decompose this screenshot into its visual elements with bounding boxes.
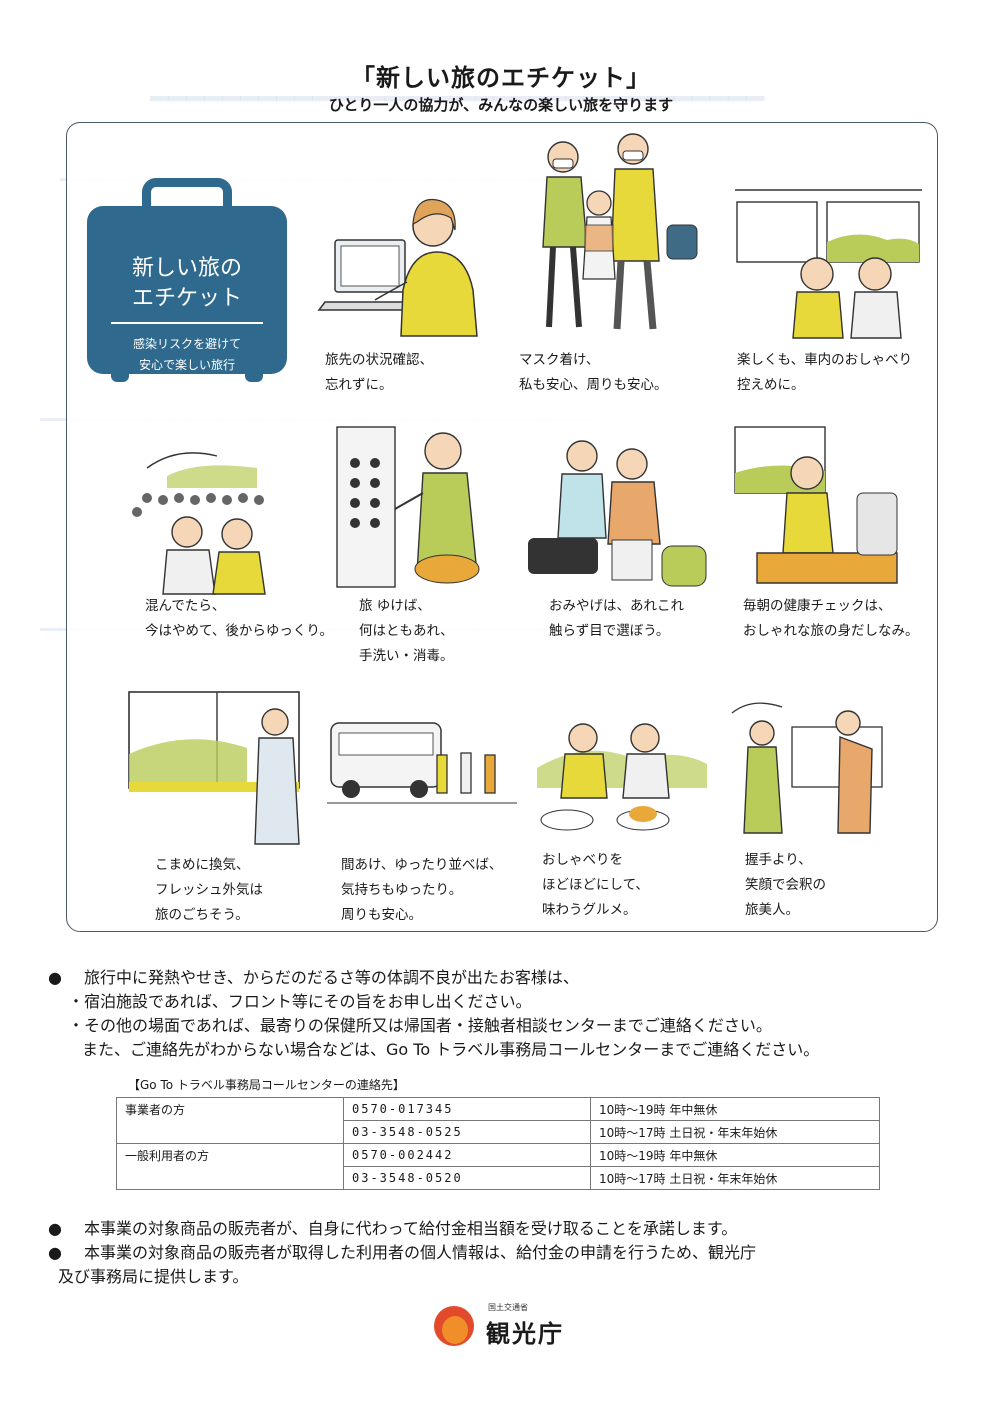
contact-table-caption: 【Go To トラベル事務局コールセンターの連絡先】 — [128, 1078, 405, 1092]
caption-quiet-train: 楽しくも、車内のおしゃべり控えめに。 — [737, 352, 913, 393]
notice-line: 旅行中に発熱やせき、からだのだるさ等の体調不良が出たお客様は、 — [84, 968, 579, 987]
bullet-icon: ● — [48, 1243, 62, 1262]
illustration-souvenir-shopping — [522, 428, 722, 598]
table-row: 一般利用者の方 0570-002442 10時～19時 年中無休 — [116, 1143, 880, 1167]
notice-line: ・その他の場面であれば、最寄りの保健所又は帰国者・接触者相談センターまでご連絡く… — [68, 1016, 772, 1035]
caption-hand-washing: 旅 ゆけば、何はともあれ、手洗い・消毒。 — [359, 598, 454, 664]
suitcase-handle-icon — [142, 178, 232, 212]
consent-line: 本事業の対象商品の販売者が、自身に代わって給付金相当額を受け取ることを承諾します… — [84, 1219, 738, 1238]
contact-table: 事業者の方 0570-017345 10時～19時 年中無休 03-3548-0… — [116, 1097, 880, 1190]
logo-ministry: 国土交通省 — [488, 1303, 528, 1312]
contact-tel: 0570-017345 — [343, 1097, 591, 1121]
contact-who: 一般利用者の方 — [116, 1143, 344, 1167]
contact-hours: 10時～17時 土日祝・年末年始休 — [590, 1120, 880, 1144]
badge-title: 新しい旅の エチケット — [131, 256, 242, 311]
caption-avoid-crowds: 混んでたら、今はやめて、後からゆっくり。 — [145, 598, 334, 639]
illustration-bow-greeting — [722, 693, 922, 843]
contact-who — [116, 1166, 344, 1190]
suitcase-wheel-icon — [245, 370, 263, 382]
contact-hours: 10時～19時 年中無休 — [590, 1097, 880, 1121]
table-row: 03-3548-0520 10時～17時 土日祝・年末年始休 — [116, 1166, 880, 1190]
contact-who: 事業者の方 — [116, 1097, 344, 1121]
contact-who — [116, 1120, 344, 1144]
caption-check-destination: 旅先の状況確認、忘れずに。 — [325, 352, 433, 393]
illustration-wear-mask — [507, 129, 707, 344]
caption-health-check: 毎朝の健康チェックは、おしゃれな旅の身だしなみ。 — [743, 598, 919, 639]
japan-tourism-agency-logo: 国土交通省 観光庁 — [434, 1302, 574, 1348]
page-title: 「新しい旅のエチケット」 — [351, 64, 651, 92]
etiquette-badge: 新しい旅の エチケット 感染リスクを避けて 安心で楽しい旅行 — [87, 178, 287, 388]
caption-bow-greeting: 握手より、笑顔で会釈の旅美人。 — [745, 852, 826, 918]
illustration-gourmet — [517, 698, 717, 843]
illustration-ventilate — [127, 688, 317, 848]
caption-gourmet: おしゃべりをほどほどにして、味わうグルメ。 — [542, 852, 649, 918]
illustration-quiet-train — [727, 178, 927, 348]
consent-line: 及び事務局に提供します。 — [58, 1267, 249, 1286]
contact-tel: 0570-002442 — [343, 1143, 591, 1167]
suitcase-wheel-icon — [111, 370, 129, 382]
contact-tel: 03-3548-0520 — [343, 1166, 591, 1190]
caption-queue-spacing: 間あけ、ゆったり並べば、気持ちもゆったり。周りも安心。 — [341, 857, 503, 923]
logo-agency-name: 観光庁 — [486, 1320, 564, 1348]
caption-wear-mask: マスク着け、私も安心、周りも安心。 — [519, 352, 668, 393]
logo-mark-icon — [434, 1306, 474, 1346]
illustration-check-destination — [315, 178, 505, 388]
illustration-health-check — [727, 423, 927, 593]
caption-souvenir-shopping: おみやげは、あれこれ触らず目で選ぼう。 — [549, 598, 684, 639]
contact-tel: 03-3548-0525 — [343, 1120, 591, 1144]
etiquette-panel: 新しい旅の エチケット 感染リスクを避けて 安心で楽しい旅行 旅先の状況確認、忘… — [66, 122, 938, 932]
contact-hours: 10時～17時 土日祝・年末年始休 — [590, 1166, 880, 1190]
suitcase-icon: 新しい旅の エチケット 感染リスクを避けて 安心で楽しい旅行 — [87, 206, 287, 374]
illustration-hand-washing — [317, 423, 517, 593]
caption-ventilate: こまめに換気、フレッシュ外気は旅のごちそう。 — [155, 857, 263, 923]
badge-tagline: 感染リスクを避けて 安心で楽しい旅行 — [132, 337, 241, 372]
illustration-avoid-crowds — [107, 428, 307, 598]
consent-line: 本事業の対象商品の販売者が取得した利用者の個人情報は、給付金の申請を行うため、観… — [84, 1243, 757, 1262]
badge-divider — [111, 322, 263, 324]
bullet-icon: ● — [48, 1219, 62, 1238]
illustration-queue-spacing — [327, 713, 517, 833]
table-row: 03-3548-0525 10時～17時 土日祝・年末年始休 — [116, 1120, 880, 1144]
table-row: 事業者の方 0570-017345 10時～19時 年中無休 — [116, 1097, 880, 1121]
bullet-icon: ● — [48, 968, 62, 987]
page-subtitle: ひとり一人の協力が、みんなの楽しい旅を守ります — [328, 96, 674, 114]
notice-line: また、ご連絡先がわからない場合などは、Go To トラベル事務局コールセンターま… — [82, 1040, 820, 1059]
notice-line: ・宿泊施設であれば、フロント等にその旨をお申し出ください。 — [68, 992, 532, 1011]
contact-hours: 10時～19時 年中無休 — [590, 1143, 880, 1167]
